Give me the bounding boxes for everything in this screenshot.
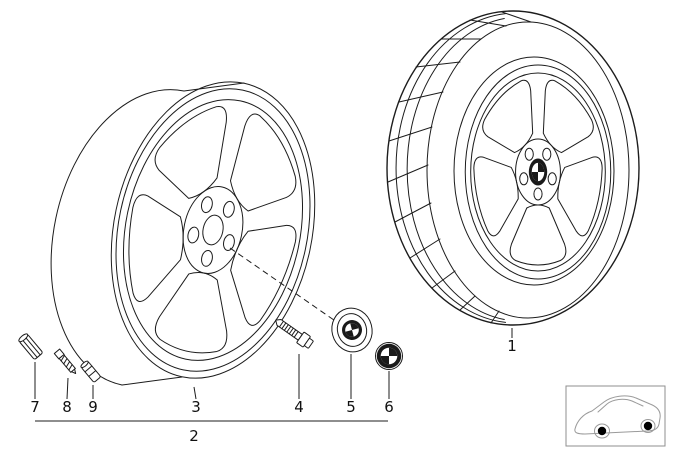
car-location-thumbnail[interactable] [565,385,666,447]
hub-cap-drawing [331,307,373,353]
callout-7[interactable]: 7 [30,398,40,416]
wheel-marker-rear-dot [643,421,653,431]
valve-stem-drawing [80,360,101,383]
callout-8[interactable]: 8 [62,398,72,416]
assembly-axis-dashed-line [229,247,345,328]
callout-4[interactable]: 4 [294,398,304,416]
callout-5[interactable]: 5 [346,398,356,416]
callout-9[interactable]: 9 [88,398,98,416]
valve-core-drawing [53,348,77,374]
callout-3[interactable]: 3 [191,398,201,416]
hub-ring [175,181,250,279]
wheel-marker-front-dot [597,426,607,436]
tire-tread-grooves [387,11,532,324]
wheel-with-tire-drawing [386,10,640,326]
emblem-roundel-icon [376,343,402,369]
leader-lines [34,328,513,400]
valve-cap-drawing [18,333,43,360]
hub-roundel-icon [528,158,548,186]
hub-ring [516,139,561,205]
car-silhouette [574,395,661,439]
center-bore [200,213,226,246]
wheel-bolt-drawing [275,319,314,349]
callout-2[interactable]: 2 [189,427,199,445]
callout-1[interactable]: 1 [507,337,517,355]
emblem-drawing [375,342,403,370]
callout-6[interactable]: 6 [384,398,394,416]
alloy-wheel-drawing [50,63,341,386]
